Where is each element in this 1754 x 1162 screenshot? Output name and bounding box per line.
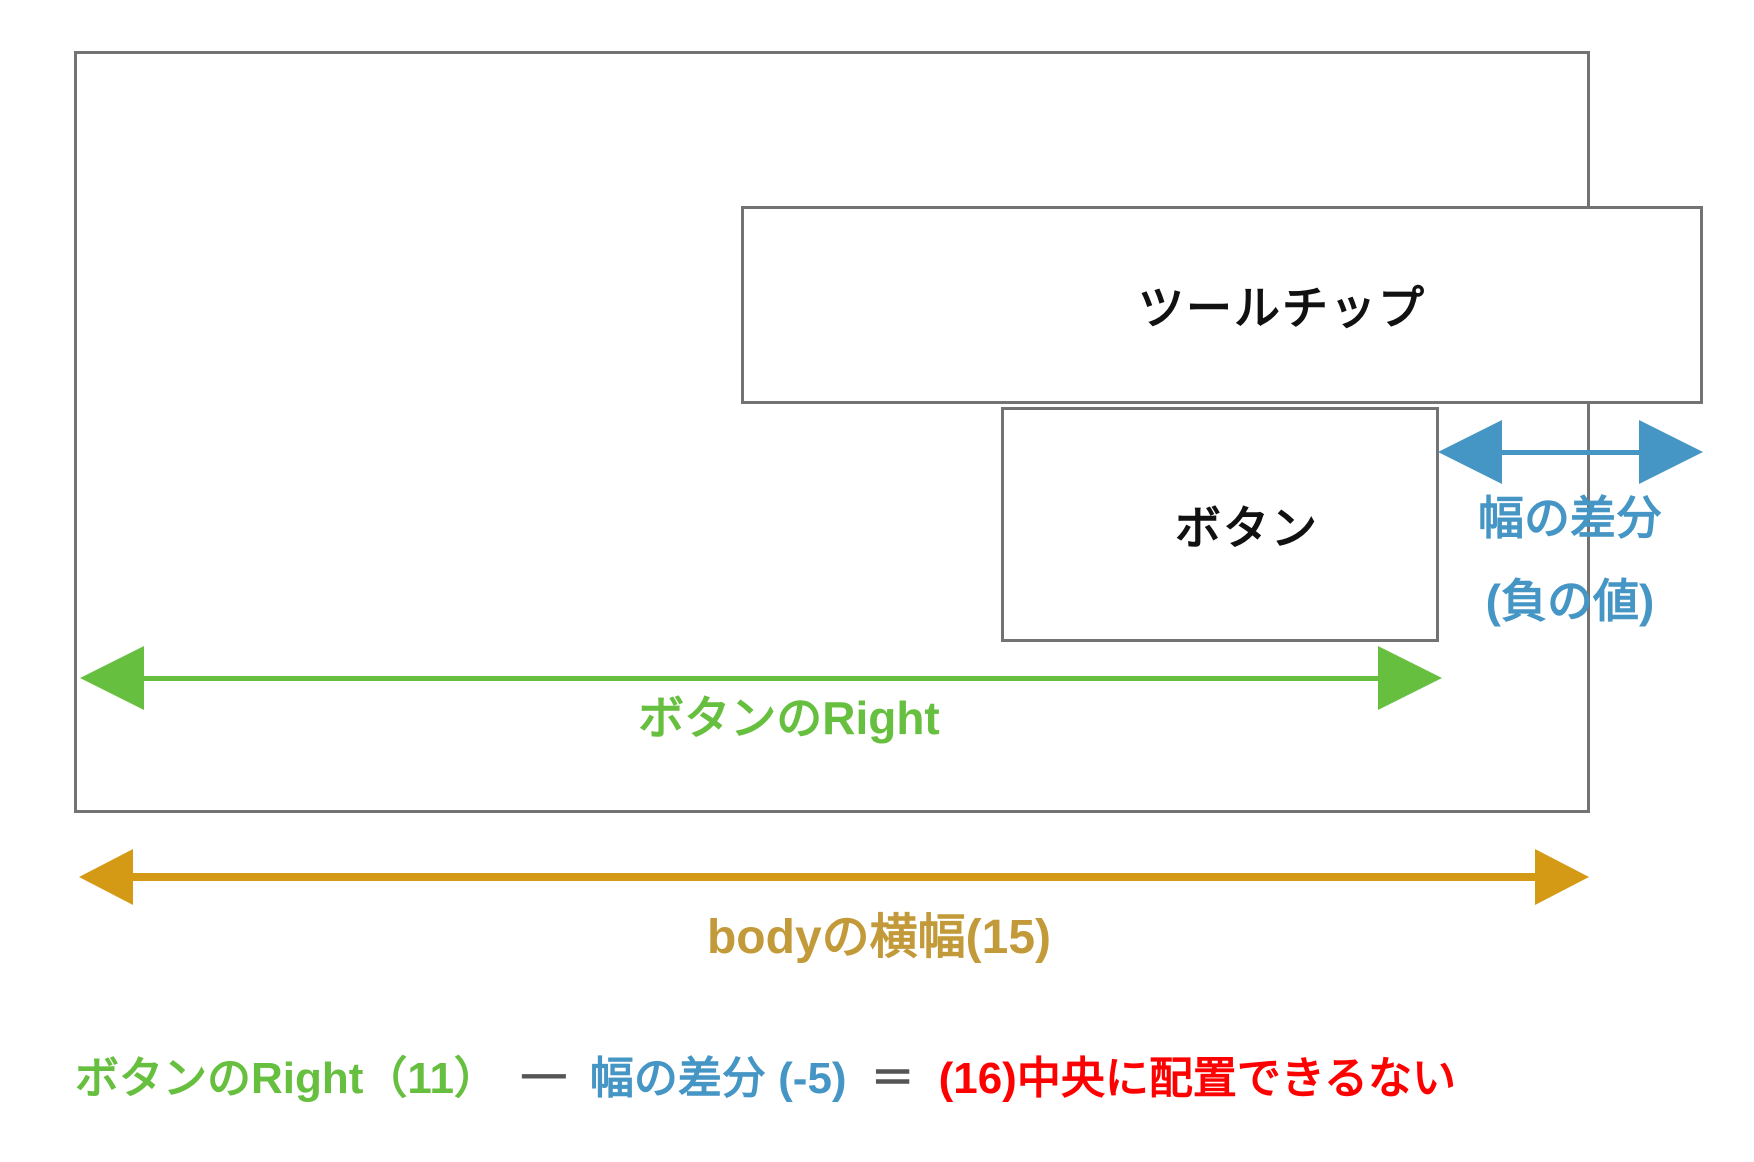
arrowhead-left-icon <box>80 646 144 710</box>
arrowhead-left-icon <box>1438 420 1502 484</box>
button-right-arrow <box>80 646 1442 710</box>
width-diff-label: 幅の差分 (負の値) <box>1390 492 1750 628</box>
formula-minus-operator: — <box>521 1049 566 1098</box>
width-diff-label-line2: (負の値) <box>1485 574 1655 627</box>
arrowhead-right-icon <box>1378 646 1442 710</box>
button-right-label: ボタンのRight <box>638 692 940 744</box>
formula-equals-operator: ＝ <box>870 1054 915 1103</box>
arrowhead-right-icon <box>1535 849 1589 905</box>
tooltip-box: ツールチップ <box>741 206 1703 404</box>
button-label: ボタン <box>1175 501 1319 554</box>
width-diff-label-line1: 幅の差分 <box>1478 492 1662 544</box>
formula-width-diff-term: 幅の差分 (-5) <box>589 1054 847 1103</box>
body-width-label: bodyの横幅(15) <box>706 911 1052 964</box>
formula-button-right-term: ボタンのRight（11） <box>75 1054 498 1103</box>
formula-result-term: (16)中央に配置できるない <box>938 1054 1456 1103</box>
calculation-formula: ボタンのRight（11） — 幅の差分 (-5) ＝ (16)中央に配置できる… <box>75 1042 1456 1106</box>
arrowhead-right-icon <box>1639 420 1703 484</box>
body-width-arrow <box>79 849 1589 905</box>
width-diff-arrow <box>1438 420 1703 484</box>
arrow-shaft <box>144 675 1378 681</box>
button-box: ボタン <box>1001 407 1439 642</box>
arrow-shaft <box>1502 449 1639 455</box>
body-outline-box <box>74 51 1590 813</box>
arrowhead-left-icon <box>79 849 133 905</box>
arrow-shaft <box>133 873 1535 881</box>
tooltip-label: ツールチップ <box>1138 282 1426 334</box>
